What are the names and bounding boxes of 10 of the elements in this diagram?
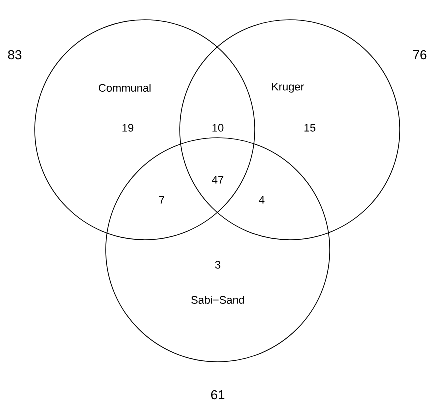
count-label: 10 <box>212 124 224 132</box>
count-label: 3 <box>215 261 221 269</box>
count-label: 4 <box>259 196 265 204</box>
count-label: 7 <box>160 196 164 204</box>
total-label: 76 <box>413 50 427 60</box>
total-label: 61 <box>211 390 225 400</box>
count-label: 15 <box>304 124 316 132</box>
count-label: 19 <box>122 124 134 132</box>
count-label: 47 <box>212 176 224 184</box>
total-label: 83 <box>8 50 22 60</box>
